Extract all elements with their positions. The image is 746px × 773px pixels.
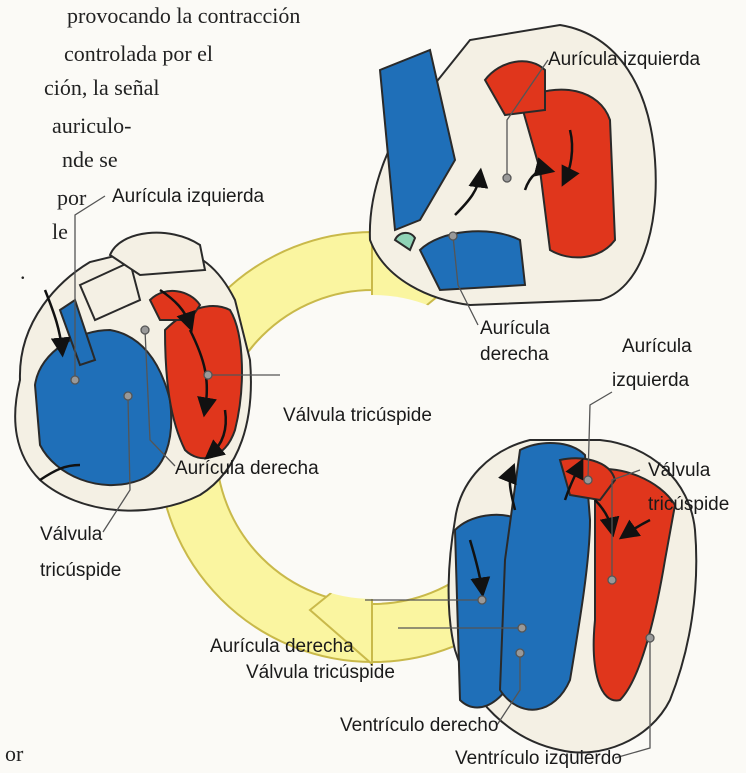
label-auricula-izquierda-left: Aurícula izquierda (112, 186, 264, 208)
label-auricula-derecha-bottom: Aurícula derecha (210, 636, 354, 658)
label-valvula-right-line1: Válvula (648, 460, 710, 482)
label-ventriculo-izquierdo: Ventrículo izquierdo (455, 748, 622, 770)
label-valvula-tricuspide-left: Válvula tricúspide (283, 405, 432, 427)
label-auricula-izquierda-right-line2: izquierda (612, 370, 689, 392)
label-valvula-tricuspide-bottom: Válvula tricúspide (246, 662, 395, 684)
label-auricula-izquierda-top: Aurícula izquierda (548, 49, 700, 71)
label-valvula-right-line2: tricúspide (648, 494, 729, 516)
label-valvula-left-line2: tricúspide (40, 560, 121, 582)
label-valvula-left-line1: Válvula (40, 524, 102, 546)
label-auricula-derecha-left: Aurícula derecha (175, 458, 319, 480)
label-ventriculo-derecho: Ventrículo derecho (340, 715, 498, 737)
label-auricula-izquierda-right-line1: Aurícula (622, 336, 692, 358)
heart-bottom (449, 440, 697, 753)
label-auricula-derecha-top: Aurícula derecha (480, 316, 560, 368)
